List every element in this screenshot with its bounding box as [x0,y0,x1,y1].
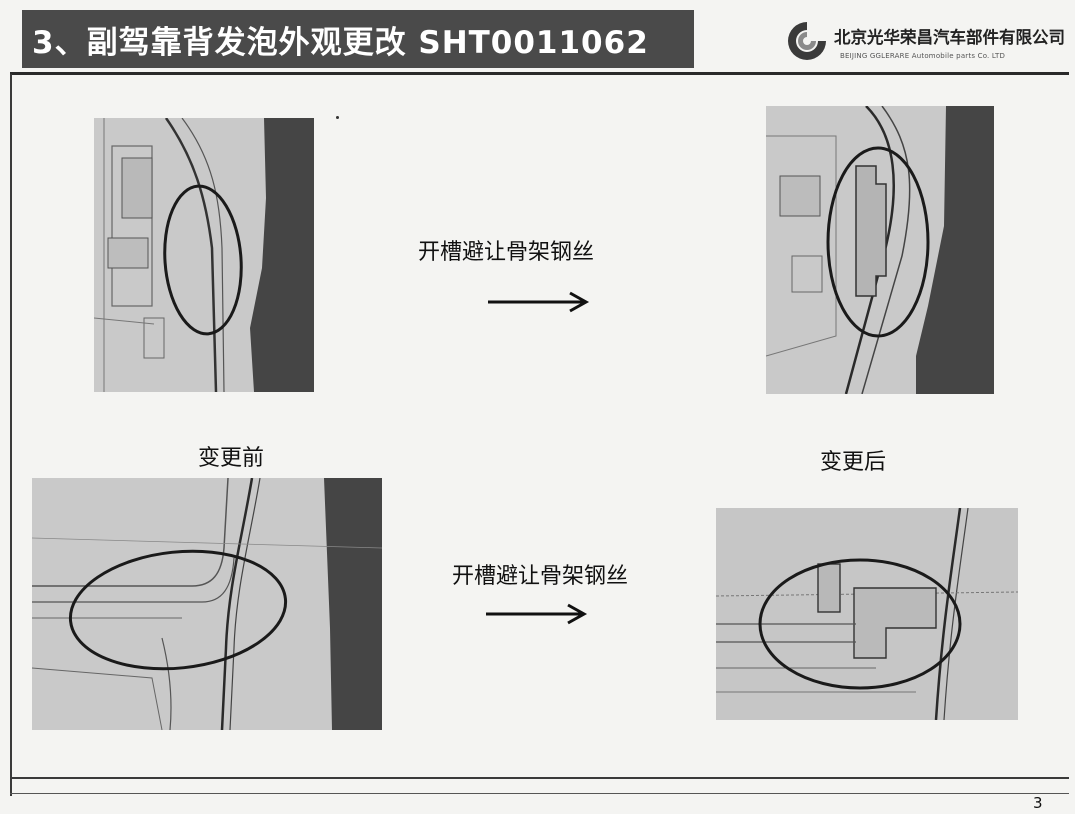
photo-before-bottom [32,478,382,730]
photo-after-bottom [716,508,1018,720]
company-swirl-logo-icon [788,22,826,60]
company-logo: 北京光华荣昌汽车部件有限公司 BEIJING GGLERARE Automobi… [784,16,1072,68]
label-before: 变更前 [198,446,265,471]
company-name-en: BEIJING GGLERARE Automobile parts Co. LT… [840,52,1006,60]
slide-title-bar: 3、副驾靠背发泡外观更改 SHT0011062 [22,10,694,68]
right-arrow-icon [486,603,588,625]
photo-before-top [94,118,314,392]
page-number: 3 [1033,794,1043,812]
footer-divider [10,777,1069,779]
caption-top: 开槽避让骨架钢丝 [418,240,595,265]
label-after: 变更后 [820,450,887,475]
slide-title: 3、副驾靠背发泡外观更改 SHT0011062 [32,24,649,61]
header-divider [10,72,1069,75]
caption-bottom: 开槽避让骨架钢丝 [452,564,629,589]
photo-after-top [766,106,994,394]
company-name-cn: 北京光华荣昌汽车部件有限公司 [834,28,1065,47]
right-arrow-icon [488,291,590,313]
slide-left-border [10,74,12,796]
footer-divider-secondary [10,793,1069,794]
stray-mark [336,116,339,119]
